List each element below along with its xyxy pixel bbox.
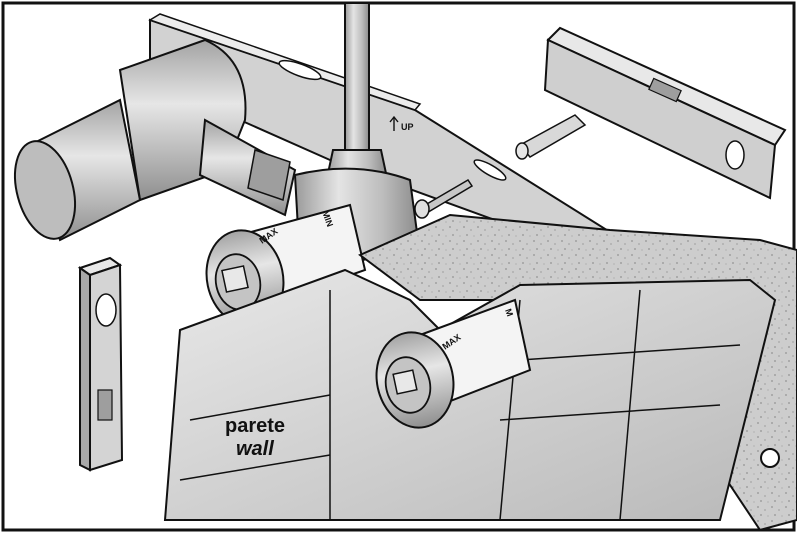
up-indicator: UP <box>389 115 414 132</box>
screw-icon <box>414 178 474 219</box>
wall-label-english: wall <box>236 438 274 460</box>
left-cap-cylinder <box>14 38 297 242</box>
right-valve: MAX M <box>375 298 532 429</box>
right-valve-partial-label: M <box>503 307 515 317</box>
wall-label-italian: parete <box>225 415 285 437</box>
spirit-level-icon <box>543 26 787 200</box>
up-label: UP <box>401 122 414 132</box>
wall-plug-icon <box>515 114 587 160</box>
spirit-level-vertical-icon <box>77 256 124 472</box>
